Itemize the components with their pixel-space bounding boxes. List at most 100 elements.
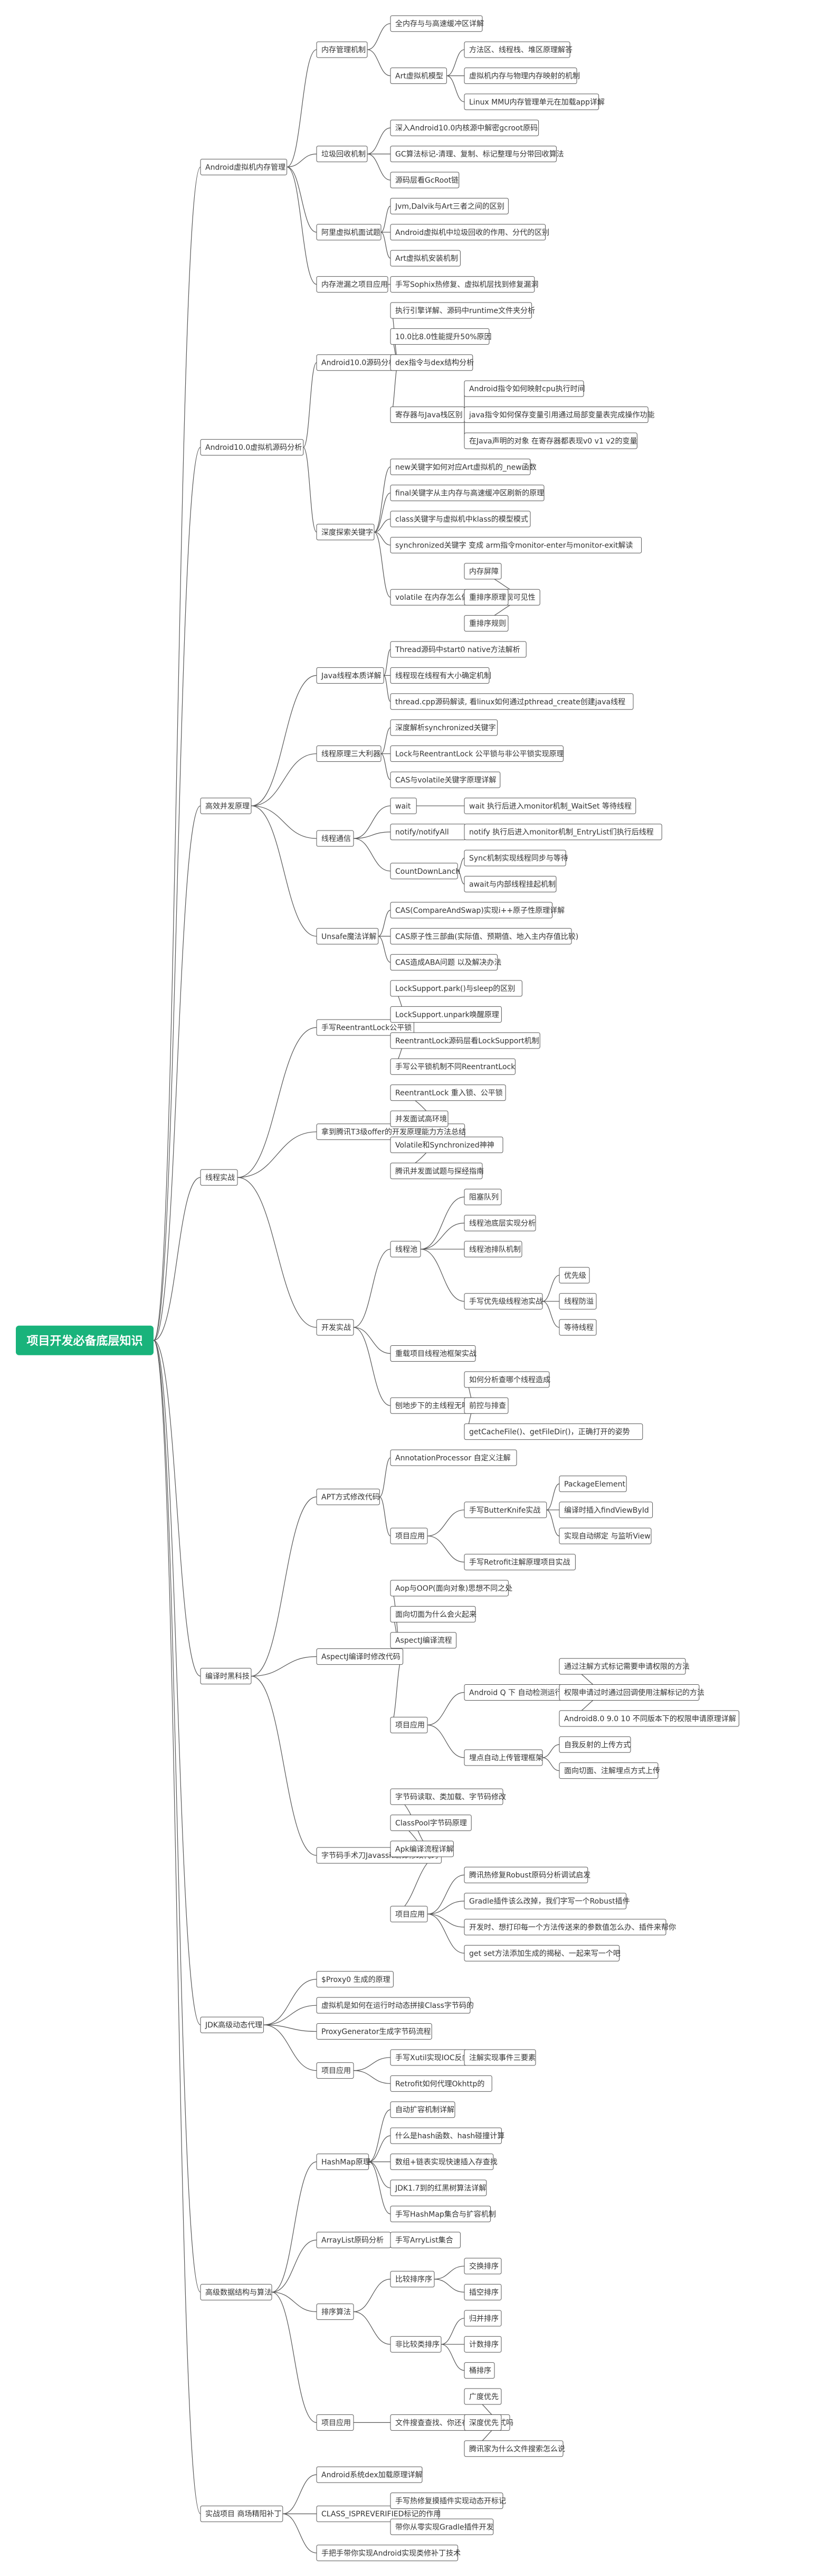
topic-node[interactable]: get set方法添加生成的揭秘、一起来写一个吧 bbox=[464, 1945, 621, 1961]
topic-node[interactable]: Sync机制实现线程同步与等待 bbox=[464, 850, 568, 866]
topic-node[interactable]: 重排序规则 bbox=[464, 615, 509, 632]
topic-node[interactable]: Art虚拟机模型 bbox=[390, 67, 447, 84]
topic-node[interactable]: PackageElement bbox=[559, 1475, 627, 1492]
topic-node[interactable]: Android虚拟机中垃圾回收的作用、分代的区别 bbox=[390, 224, 549, 241]
topic-node[interactable]: 归并排序 bbox=[464, 2310, 502, 2327]
topic-node[interactable]: 手写Sophix热修复、虚拟机层找到修复漏洞 bbox=[390, 276, 538, 293]
topic-node[interactable]: 项目应用 bbox=[390, 1716, 428, 1733]
topic-node[interactable]: AspectJ编译时修改代码 bbox=[316, 1648, 404, 1665]
topic-node[interactable]: LockSupport.unpark唤醒原理 bbox=[390, 1006, 502, 1023]
topic-node[interactable]: 手写ButterKnife实战 bbox=[464, 1502, 547, 1518]
topic-node[interactable]: 并发面试高环境 bbox=[390, 1110, 449, 1127]
topic-node[interactable]: class关键字与虚拟机中klass的模型模式 bbox=[390, 511, 531, 527]
topic-node[interactable]: 深度优先 bbox=[464, 2414, 502, 2431]
topic-node[interactable]: 手写HashMap集合与扩容机制 bbox=[390, 2205, 496, 2222]
topic-node[interactable]: 实现自动绑定 与监听View bbox=[559, 1527, 652, 1544]
topic-node[interactable]: 重排序原理 bbox=[464, 589, 509, 606]
topic-node[interactable]: Android指令如何映射cpu执行时间 bbox=[464, 380, 585, 397]
topic-node[interactable]: 计数排序 bbox=[464, 2336, 502, 2353]
topic-node[interactable]: 开发时、想打印每一个方法传送来的参数值怎么办、插件来帮你 bbox=[464, 1919, 676, 1936]
topic-node[interactable]: await与内部线程挂起机制 bbox=[464, 875, 557, 892]
topic-node[interactable]: 深度探索关键字 bbox=[316, 524, 375, 541]
topic-node[interactable]: 项目应用 bbox=[316, 2062, 354, 2079]
topic-node[interactable]: 阻塞队列 bbox=[464, 1188, 502, 1205]
topic-node[interactable]: 虚拟机内存与物理内存映射的机制 bbox=[464, 67, 580, 84]
topic-node[interactable]: thread.cpp源码解读, 看linux如何通过pthread_create… bbox=[390, 693, 634, 710]
topic-node[interactable]: 高效并发原理 bbox=[200, 797, 252, 814]
topic-node[interactable]: 线程通信 bbox=[316, 830, 354, 847]
topic-node[interactable]: 寄存器与Java栈区别 bbox=[390, 407, 465, 423]
topic-node[interactable]: CAS(CompareAndSwap)实现i++原子性原理详解 bbox=[390, 902, 565, 919]
topic-node[interactable]: 全内存与与高速缓冲区详解 bbox=[390, 15, 484, 32]
topic-node[interactable]: getCacheFile()、getFileDir()，正确打开的姿势 bbox=[464, 1423, 643, 1440]
topic-node[interactable]: 埋点自动上传管理框架 bbox=[464, 1749, 543, 1766]
topic-node[interactable]: Thread源码中start0 native方法解析 bbox=[390, 641, 527, 658]
topic-node[interactable]: AspectJ编译流程 bbox=[390, 1632, 457, 1649]
topic-node[interactable]: java指令如何保存变量引用通过局部变量表完成操作功能 bbox=[464, 407, 654, 423]
topic-node[interactable]: 项目应用 bbox=[316, 2414, 354, 2431]
topic-node[interactable]: Lock与ReentrantLock 公平锁与非公平锁实现原理 bbox=[390, 746, 564, 762]
topic-node[interactable]: 拿到腾讯T3级offer的开发原理能力方法总结 bbox=[316, 1124, 466, 1140]
topic-node[interactable]: 10.0比8.0性能提升50%原因 bbox=[390, 328, 492, 345]
topic-node[interactable]: 执行引擎详解、源码中runtime文件夹分析 bbox=[390, 302, 535, 319]
topic-node[interactable]: JDK1.7到的红黑树算法详解 bbox=[390, 2179, 487, 2196]
topic-node[interactable]: Java线程本质详解 bbox=[316, 667, 384, 684]
topic-node[interactable]: Gradle插件该么改掉，我们字写一个Robust插件 bbox=[464, 1893, 630, 1910]
topic-node[interactable]: 源码层看GcRoot链 bbox=[390, 172, 460, 188]
topic-node[interactable]: 编译时黑科技 bbox=[200, 1668, 252, 1685]
topic-node[interactable]: Volatile和Synchronized神神 bbox=[390, 1136, 503, 1153]
topic-node[interactable]: Apk编译流程详解 bbox=[390, 1841, 454, 1857]
topic-node[interactable]: 内存泄漏之项目应用 bbox=[316, 276, 388, 293]
topic-node[interactable]: 手写ReentrantLock公平锁 bbox=[316, 1019, 414, 1036]
topic-node[interactable]: ProxyGenerator生成字节码流程 bbox=[316, 2023, 432, 2040]
topic-node[interactable]: 什么是hash函数、hash碰撞计算 bbox=[390, 2127, 504, 2144]
topic-node[interactable]: 手写Retrofit注解原理项目实战 bbox=[464, 1554, 576, 1571]
topic-node[interactable]: 等待线程 bbox=[559, 1319, 597, 1336]
topic-node[interactable]: 深入Android10.0内核源中解密gcroot原码 bbox=[390, 119, 539, 136]
topic-node[interactable]: 手写ArryList集合 bbox=[390, 2232, 461, 2249]
topic-node[interactable]: 排序算法 bbox=[316, 2303, 354, 2320]
topic-node[interactable]: 手写优先级线程池实战 bbox=[464, 1293, 543, 1310]
topic-node[interactable]: Linux MMU内存管理单元在加载app详解 bbox=[464, 93, 605, 110]
topic-node[interactable]: 自动扩容机制详解 bbox=[390, 2101, 455, 2118]
topic-node[interactable]: Retrofit如何代理Okhttp的 bbox=[390, 2075, 492, 2092]
topic-node[interactable]: Android8.0 9.0 10 不同版本下的权限申请原理详解 bbox=[559, 1710, 739, 1727]
topic-node[interactable]: 项目应用 bbox=[390, 1527, 428, 1544]
topic-node[interactable]: 数组+链表实现快速插入存查找 bbox=[390, 2153, 498, 2170]
topic-node[interactable]: 线程池 bbox=[390, 1241, 421, 1258]
topic-node[interactable]: Art虚拟机安装机制 bbox=[390, 250, 461, 267]
topic-node[interactable]: 面向切面为什么会火起来 bbox=[390, 1606, 476, 1622]
topic-node[interactable]: 垃圾回收机制 bbox=[316, 146, 368, 163]
topic-node[interactable]: notify 执行后进入monitor机制_EntryList们执行后线程 bbox=[464, 824, 662, 841]
topic-node[interactable]: 线程实战 bbox=[200, 1169, 238, 1186]
topic-node[interactable]: 非比较类排序 bbox=[390, 2336, 442, 2353]
topic-node[interactable]: 虚拟机是如何在运行时动态拼接Class字节码的 bbox=[316, 1997, 474, 2014]
topic-node[interactable]: 腾讯家为什么文件搜索怎么说 bbox=[464, 2440, 565, 2457]
topic-node[interactable]: 腾讯并发面试题与探经指南 bbox=[390, 1163, 484, 1180]
topic-node[interactable]: 线程原理三大利器 bbox=[316, 746, 382, 762]
topic-node[interactable]: CAS原子性三部曲(实际值、预期值、地入主内存值比较) bbox=[390, 928, 578, 945]
topic-node[interactable]: CLASS_ISPREVERIFIED标记的作用 bbox=[316, 2505, 441, 2522]
topic-node[interactable]: 手把手带你实现Android实现类修补丁技术 bbox=[316, 2544, 461, 2561]
topic-node[interactable]: 比较排序序 bbox=[390, 2271, 435, 2288]
topic-node[interactable]: 权限申请过时通过回调使用注解标记的方法 bbox=[559, 1684, 704, 1701]
topic-node[interactable]: LockSupport.park()与sleep的区别 bbox=[390, 980, 522, 997]
topic-node[interactable]: 开发实战 bbox=[316, 1319, 354, 1336]
topic-node[interactable]: dex指令与dex结构分析 bbox=[390, 354, 474, 371]
topic-node[interactable]: new关键字如何对应Art虚拟机的_new函数 bbox=[390, 458, 537, 475]
topic-node[interactable]: 实战项目 商场精阳补丁 bbox=[200, 2505, 283, 2522]
topic-node[interactable]: 编译时插入findViewById bbox=[559, 1502, 653, 1518]
topic-node[interactable]: ReentrantLock 重入锁、公平锁 bbox=[390, 1084, 506, 1101]
topic-node[interactable]: 在Java声明的对象 在寄存器都表现v0 v1 v2的变量 bbox=[464, 432, 637, 449]
topic-node[interactable]: GC算法标记-清理、复制、标记整理与分带回收算法 bbox=[390, 146, 564, 163]
topic-node[interactable]: 插空排序 bbox=[464, 2284, 502, 2300]
topic-node[interactable]: wait bbox=[390, 797, 417, 814]
topic-node[interactable]: 前控与排查 bbox=[464, 1397, 509, 1414]
topic-node[interactable]: notify/notifyAll bbox=[390, 824, 466, 841]
topic-node[interactable]: 面向切面、注解埋点方式上传 bbox=[559, 1762, 660, 1779]
topic-node[interactable]: Android系统dex加载原理详解 bbox=[316, 2466, 423, 2483]
topic-node[interactable]: Android10.0虚拟机源码分析 bbox=[200, 439, 304, 456]
topic-node[interactable]: $Proxy0 生成的原理 bbox=[316, 1971, 394, 1988]
topic-node[interactable]: 优先级 bbox=[559, 1267, 590, 1284]
topic-node[interactable]: 线程防溢 bbox=[559, 1293, 597, 1310]
